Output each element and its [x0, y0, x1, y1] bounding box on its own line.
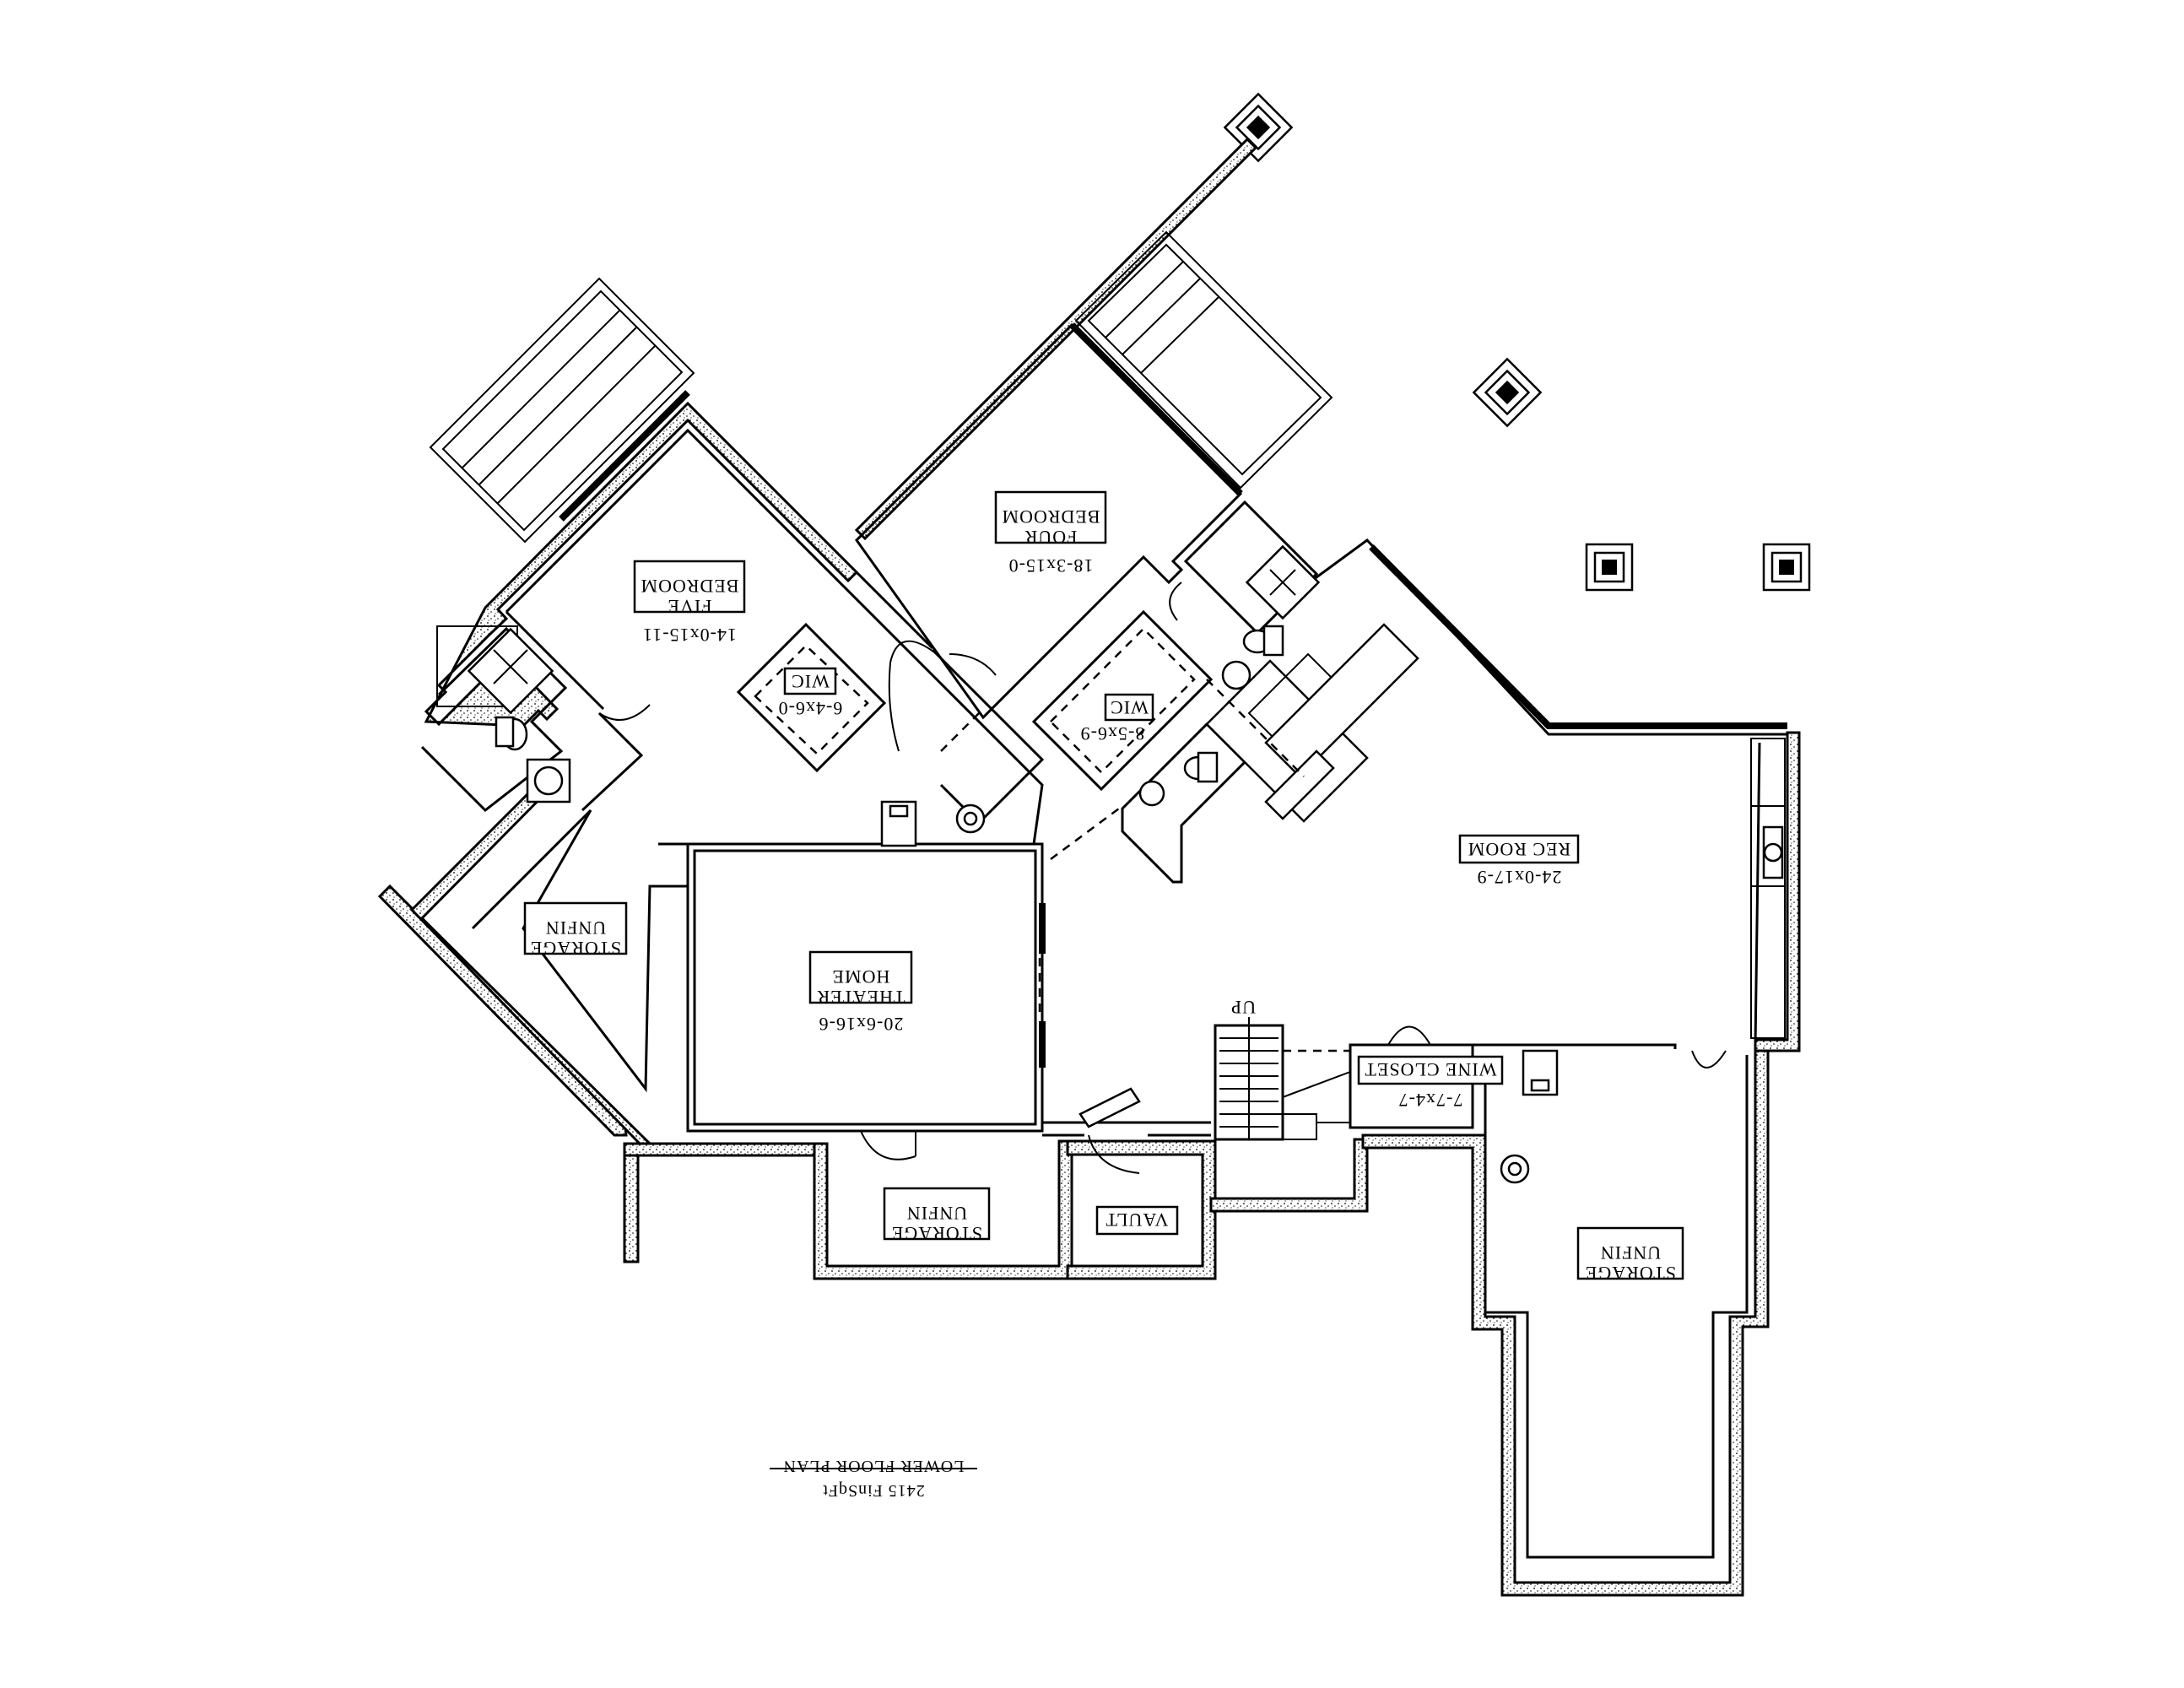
- wic-five-dim: 6-4x6-0: [778, 698, 843, 719]
- column-post-right-b: [1762, 543, 1811, 592]
- bedroom-five-dim: 14-0x15-11: [642, 625, 737, 646]
- wine-closet-dim: 7-7x4-7: [1398, 1090, 1463, 1111]
- rec-room-label: REC ROOM: [1468, 839, 1570, 860]
- toilet-icon: [1183, 751, 1219, 783]
- bedroom-five-line2: FIVE: [668, 596, 712, 617]
- room-unfin-storage-bottom: UNFIN STORAGE: [883, 1187, 991, 1244]
- unfin-storage-left-line1: UNFIN: [545, 917, 606, 939]
- room-rec-room: REC ROOM 24-0x17-9: [1458, 834, 1580, 888]
- wic-four-label: WIC: [1110, 697, 1149, 718]
- water-heater-icon: [1500, 1154, 1530, 1184]
- unfin-storage-right-line1: UNFIN: [1600, 1242, 1661, 1263]
- sink-icon: [1762, 825, 1784, 879]
- water-heater-icon: [955, 803, 986, 834]
- exterior-walls: [377, 401, 1801, 1597]
- plan-title: LOWER FLOOR PLAN: [783, 1457, 965, 1475]
- room-wine-closet: WINE CLOSET 7-7x4-7: [1357, 1055, 1504, 1111]
- home-theater-dim: 20-6x16-6: [819, 1014, 904, 1035]
- room-unfin-storage-left: UNFIN STORAGE: [523, 901, 628, 959]
- unfin-storage-bottom-line2: STORAGE: [891, 1223, 982, 1244]
- toilet-icon: [495, 716, 528, 751]
- unfin-storage-left-line2: STORAGE: [530, 938, 621, 959]
- interior-walls: [420, 322, 1787, 1559]
- plan-title-block: LOWER FLOOR PLAN 2415 FinSqFt: [770, 1457, 977, 1500]
- door-swings: [598, 582, 1727, 1174]
- utility-box-icon: [880, 800, 917, 847]
- unfin-storage-right-line2: STORAGE: [1585, 1263, 1676, 1284]
- stair-up-label: UP: [1230, 997, 1256, 1018]
- sink-icon: [1221, 660, 1251, 690]
- room-bedroom-four: BEDROOM FOUR 18-3x15-0: [994, 490, 1107, 576]
- room-vault: VAULT: [1095, 1205, 1179, 1236]
- plumbing-fixtures: [467, 544, 1784, 1184]
- wine-closet-label: WINE CLOSET: [1364, 1059, 1496, 1080]
- room-unfin-storage-right: UNFIN STORAGE: [1576, 1226, 1684, 1284]
- wic-four-dim: 8-5x6-9: [1080, 723, 1145, 744]
- column-post-mid: [1472, 357, 1543, 428]
- bedroom-five-line1: BEDROOM: [640, 576, 738, 597]
- room-wic-four: WIC 8-5x6-9: [1080, 693, 1154, 744]
- shower-icon: [467, 627, 554, 715]
- rec-room-dim: 24-0x17-9: [1477, 867, 1562, 888]
- column-post-right-a: [1585, 543, 1634, 592]
- room-wic-five: WIC 6-4x6-0: [778, 667, 843, 719]
- room-bedroom-five: BEDROOM FIVE 14-0x15-11: [633, 560, 746, 646]
- bedroom-four-line1: BEDROOM: [1001, 506, 1100, 528]
- deck-left: [429, 277, 695, 544]
- plan-area: 2415 FinSqFt: [822, 1481, 924, 1500]
- unfin-storage-bottom-line1: UNFIN: [906, 1203, 967, 1224]
- utility-box-icon: [1522, 1049, 1559, 1096]
- shower-icon: [1245, 544, 1321, 620]
- stair-label: UP: [1230, 997, 1256, 1018]
- wic-five-label: WIC: [791, 671, 830, 692]
- bedroom-four-line2: FOUR: [1024, 527, 1078, 548]
- home-theater-line2: THEATER: [817, 987, 905, 1008]
- sink-icon: [526, 758, 571, 803]
- home-theater-line1: HOME: [832, 966, 890, 987]
- sink-icon: [1138, 780, 1165, 807]
- deck-right: [1074, 230, 1333, 490]
- room-home-theater: HOME THEATER 20-6x16-6: [808, 950, 913, 1035]
- bedroom-four-dim: 18-3x15-0: [1008, 555, 1094, 576]
- toilet-icon: [1242, 625, 1284, 657]
- vault-label: VAULT: [1106, 1209, 1169, 1231]
